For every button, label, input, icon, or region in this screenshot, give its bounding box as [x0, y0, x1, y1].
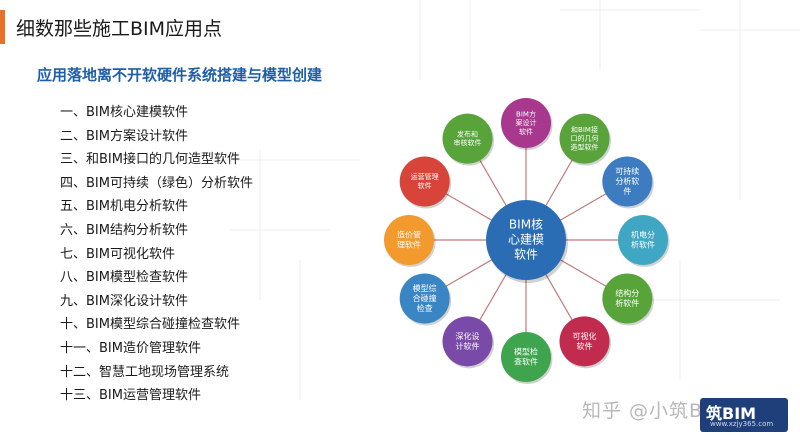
- diagram-node: 结构分析软件: [602, 273, 654, 326]
- diagram-node: 可视化软件: [559, 316, 611, 369]
- node-label-line: 检查: [417, 303, 433, 313]
- node-circle: [618, 215, 668, 265]
- node-label-line: 软件: [519, 127, 533, 136]
- node-label-line: BIM核: [509, 218, 543, 232]
- diagram-center-node: BIM核心建模软件: [486, 200, 568, 283]
- list-item: 九、BIM深化设计软件: [60, 293, 188, 309]
- node-label-line: 和BIM接: [571, 125, 598, 134]
- node-label-line: 造型软件: [571, 142, 599, 151]
- diagram-node: 造价管理软件: [384, 215, 436, 267]
- node-label-line: 案设计: [516, 118, 537, 127]
- node-label-line: 软件: [577, 341, 593, 351]
- header-accent-bar: [0, 10, 5, 44]
- diagram-node: 运营管理软件: [399, 156, 452, 209]
- diagram-node: 机电分析软件: [618, 215, 670, 267]
- node-label-line: 结构分: [615, 288, 639, 298]
- list-item: 三、和BIM接口的几何造型软件: [60, 152, 240, 168]
- brand-logo: 筑BIM www.xzjy365.com: [700, 398, 788, 432]
- node-label-line: 心建模: [508, 233, 544, 247]
- node-circle: [559, 316, 610, 367]
- logo-text: 筑BIM: [706, 404, 757, 423]
- node-label-line: 造价管: [397, 230, 421, 240]
- list-item: 十二、智慧工地现场管理系统: [60, 364, 230, 380]
- node-label-line: 模型检: [514, 347, 538, 357]
- list-item: 十、BIM模型综合碰撞检查软件: [60, 317, 240, 333]
- node-circle: [399, 273, 450, 324]
- list-item: 四、BIM可持续（绿色）分析软件: [60, 175, 253, 191]
- header: 细数那些施工BIM应用点: [0, 10, 800, 44]
- node-label-line: 深化设: [456, 331, 480, 341]
- node-label-line: 可视化: [573, 331, 597, 341]
- page-title: 细数那些施工BIM应用点: [16, 18, 223, 40]
- node-label-line: 可持续: [615, 166, 639, 176]
- list-item: 十三、BIM运营管理软件: [60, 388, 201, 404]
- node-label-line: 运营管理: [411, 172, 439, 181]
- node-label-line: 查软件: [514, 357, 538, 367]
- diagram-node: BIM方案设计软件: [501, 98, 553, 150]
- diagram-node: 模型综合碰撞检查: [399, 273, 452, 326]
- node-circle: [501, 332, 551, 382]
- node-circle: [559, 113, 610, 164]
- radial-diagram: BIM方案设计软件和BIM接口的几何造型软件可持续分析软件机电分析软件结构分析软…: [384, 98, 670, 384]
- node-label-line: 计软件: [456, 341, 480, 351]
- node-circle: [442, 316, 493, 367]
- node-label-line: 审核软件: [454, 138, 482, 147]
- watermark: 知乎 @小筑BIM: [582, 400, 728, 422]
- node-circle: [399, 156, 450, 207]
- node-label-line: 机电分: [631, 230, 655, 240]
- node-label-line: 合碰撞: [413, 293, 437, 303]
- node-label-line: 析软件: [615, 298, 639, 308]
- node-label-line: 析软件: [631, 240, 655, 250]
- software-list: 一、BIM核心建模软件 二、BIM方案设计软件 三、和BIM接口的几何造型软件 …: [60, 101, 253, 408]
- list-item: 八、BIM模型检查软件: [60, 270, 188, 286]
- node-label-line: 分析软: [615, 176, 639, 186]
- node-label-line: 理软件: [397, 240, 421, 250]
- list-item: 二、BIM方案设计软件: [60, 128, 188, 144]
- list-item: 六、BIM结构分析软件: [60, 222, 188, 238]
- node-circle: [384, 215, 434, 265]
- diagram-node: 模型检查软件: [501, 332, 553, 384]
- node-circle: [602, 273, 653, 324]
- list-item: 五、BIM机电分析软件: [60, 199, 188, 215]
- node-label-line: 发布和: [457, 129, 478, 138]
- list-item: 一、BIM核心建模软件: [60, 105, 188, 120]
- diagram-node: 和BIM接口的几何造型软件: [559, 113, 611, 166]
- page-subtitle: 应用落地离不开软硬件系统搭建与模型创建: [37, 66, 323, 84]
- diagram-node: 深化设计软件: [442, 316, 494, 369]
- node-circle: [501, 98, 551, 148]
- node-label-line: 软件: [418, 181, 432, 190]
- node-label-line: 模型综: [413, 283, 437, 293]
- list-item: 十一、BIM造价管理软件: [60, 340, 201, 356]
- node-label-line: 软件: [514, 248, 538, 262]
- list-item: 七、BIM可视化软件: [60, 246, 175, 262]
- node-circle: [442, 113, 493, 164]
- logo-url: www.xzjy365.com: [710, 420, 774, 428]
- node-label-line: 件: [623, 186, 631, 196]
- node-circle: [602, 156, 653, 207]
- center-circle: [486, 200, 566, 280]
- node-label-line: BIM方: [516, 109, 536, 118]
- node-label-line: 口的几何: [571, 134, 599, 143]
